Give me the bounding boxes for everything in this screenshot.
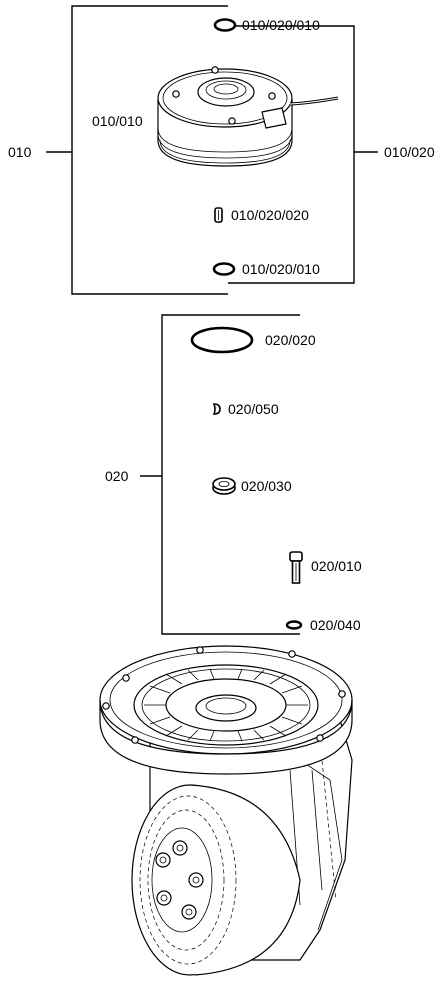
large-o-ring [190, 326, 254, 354]
group-010-bracket [46, 5, 378, 295]
item-020-050-label: 020/050 [228, 401, 279, 417]
washer [285, 620, 303, 630]
group-010-right-label: 010/020 [384, 144, 435, 160]
brake-housing [157, 66, 339, 167]
pin [214, 207, 223, 223]
group-020-bracket [140, 314, 300, 635]
cap-screw [289, 551, 303, 584]
hex-nut [212, 477, 236, 495]
item-020-010-label: 020/010 [311, 558, 362, 574]
item-020-020-label: 020/020 [265, 332, 316, 348]
drive-wheel-assembly [99, 645, 353, 976]
item-010-020-010-top-label: 010/020/010 [242, 17, 320, 33]
small-clip [212, 403, 221, 415]
item-020-030-label: 020/030 [241, 478, 292, 494]
item-020-040-label: 020/040 [310, 617, 361, 633]
item-010-020-020-label: 010/020/020 [231, 207, 309, 223]
housing-010-010-label: 010/010 [92, 113, 143, 129]
o-ring-bottom [212, 262, 236, 276]
group-020-label: 020 [105, 468, 129, 484]
item-010-020-010-bottom-label: 010/020/010 [242, 261, 320, 277]
o-ring-top [213, 18, 237, 32]
group-010-label: 010 [8, 144, 32, 160]
